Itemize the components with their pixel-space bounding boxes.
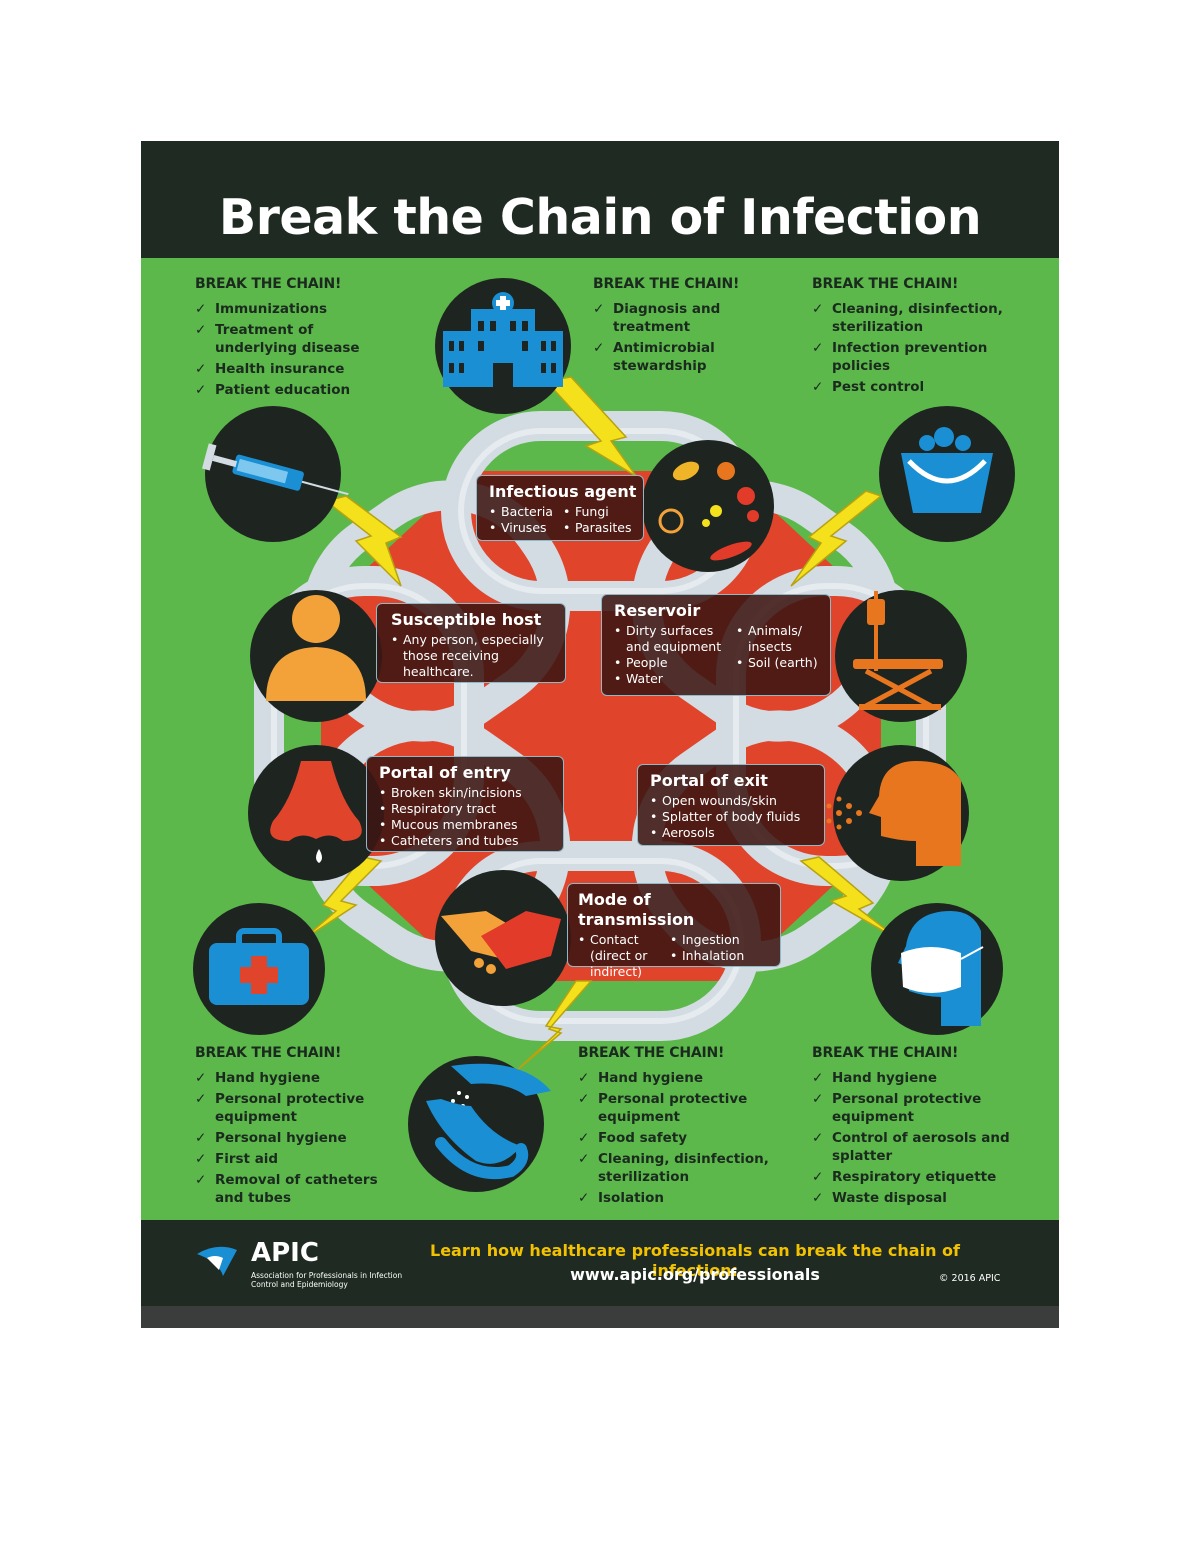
list-item: ✓Immunizations [195,301,327,317]
list-item: Open wounds/skin [650,793,816,809]
list-item: Ingestion [670,932,744,948]
list-item: ✓Personal hygiene [195,1130,347,1146]
list-item: ✓Cleaning, disinfection, sterilization [578,1151,769,1185]
infectious-agent-box: Infectious agent BacteriaViruses FungiPa… [476,475,644,541]
bolt-top [544,376,637,477]
list-item: ✓Hand hygiene [812,1070,938,1086]
list-item: Viruses [489,520,553,536]
list-item: ✓Waste disposal [812,1190,947,1206]
list-item: Mucous membranes [379,817,555,833]
break-chain-heading: BREAK THE CHAIN! [812,1045,959,1061]
list-item: ✓Removal of catheters and tubes [195,1172,378,1206]
footer-cta: Learn how healthcare professionals can b… [430,1241,960,1280]
handshake-icon [435,870,571,1006]
break-chain-list-bottom-right: BREAK THE CHAIN! ✓Hand hygiene ✓Personal… [812,1045,1012,1210]
break-chain-heading: BREAK THE CHAIN! [578,1045,725,1061]
portal-of-exit-box: Portal of exit Open wounds/skin Splatter… [637,764,825,846]
break-chain-list-bottom-left: BREAK THE CHAIN! ✓Hand hygiene ✓Personal… [195,1045,395,1210]
break-chain-list-top-left: BREAK THE CHAIN! ✓Immunizations ✓Treatme… [195,276,395,402]
portal-of-entry-box: Portal of entry Broken skin/incisions Re… [366,756,564,852]
first-aid-kit-icon [193,903,325,1035]
break-chain-heading: BREAK THE CHAIN! [812,276,959,292]
list-item: ✓Treatment of underlying disease [195,322,360,356]
apic-logo-subtitle: Association for Professionals in Infecti… [251,1271,403,1289]
syringe-icon [202,406,349,542]
apic-logo: APIC Association for Professionals in In… [193,1238,403,1290]
list-item: Aerosols [650,825,816,841]
list-item: Fungi [563,504,632,520]
infographic-poster: Break the Chain of Infection [141,141,1059,1328]
list-item: ✓Health insurance [195,361,345,377]
list-item: Water [614,671,726,687]
handwashing-icon [408,1056,551,1192]
copyright: © 2016 APIC [939,1273,1001,1284]
list-item: Any person, especially those receiving h… [391,632,557,680]
apic-logo-mark-icon [197,1246,237,1276]
person-icon [250,590,382,722]
list-item: Splatter of body fluids [650,809,816,825]
list-item: ✓Personal protective equipment [195,1091,365,1125]
list-item: ✓Personal protective equipment [578,1091,748,1125]
break-chain-list-top-right: BREAK THE CHAIN! ✓Cleaning, disinfection… [812,276,1012,399]
list-item: Bacteria [489,504,553,520]
list-item: ✓Hand hygiene [578,1070,704,1086]
list-item: ✓First aid [195,1151,279,1167]
portal-of-exit-title: Portal of exit [650,771,768,790]
reservoir-title: Reservoir [614,601,701,620]
germs-icon [642,440,774,572]
bolt-right-bottom [799,856,902,942]
lightning-bolts [300,376,902,1072]
list-item: ✓Cleaning, disinfection, sterilization [812,301,1003,335]
list-item: Respiratory tract [379,801,555,817]
list-item: ✓Diagnosis and treatment [593,301,721,335]
list-item: ✓Food safety [578,1130,688,1146]
susceptible-host-box: Susceptible host Any person, especially … [376,603,566,683]
susceptible-host-title: Susceptible host [391,610,542,629]
list-item: ✓Patient education [195,382,351,398]
face-mask-icon [871,903,1003,1035]
list-item: ✓Personal protective equipment [812,1091,982,1125]
infectious-agent-title: Infectious agent [489,482,637,501]
footer-bar [141,1220,1059,1306]
list-item: ✓Respiratory etiquette [812,1169,997,1185]
apic-logo-word: APIC [251,1238,319,1268]
mode-of-transmission-title: Mode of transmission [578,890,695,929]
break-chain-heading: BREAK THE CHAIN! [195,1045,342,1061]
break-chain-heading: BREAK THE CHAIN! [593,276,740,292]
list-item: Broken skin/incisions [379,785,555,801]
list-item: Soil (earth) [736,655,822,671]
bolt-right-top [790,490,883,587]
list-item: Animals/ insects [736,623,822,655]
break-chain-heading: BREAK THE CHAIN! [195,276,342,292]
footer-url-link[interactable]: www.apic.org/professionals [570,1265,820,1284]
list-item: Inhalation [670,948,744,964]
bolt-bottom [515,980,593,1072]
bolt-left-top [324,495,403,587]
footer-strip [141,1306,1059,1328]
hospital-bed-icon [835,590,967,722]
list-item: People [614,655,726,671]
list-item: Contact (direct or indirect) [578,932,660,980]
list-item: Catheters and tubes [379,833,555,849]
reservoir-box: Reservoir Dirty surfaces and equipmentPe… [601,594,831,696]
list-item: Dirty surfaces and equipment [614,623,726,655]
list-item: ✓Infection prevention policies [812,340,988,374]
coughing-person-icon [826,745,969,881]
break-chain-list-bottom-center: BREAK THE CHAIN! ✓Hand hygiene ✓Personal… [578,1045,783,1210]
list-item: ✓Antimicrobial stewardship [593,340,715,374]
break-chain-list-top-center: BREAK THE CHAIN! ✓Diagnosis and treatmen… [593,276,778,378]
nose-icon [248,745,384,881]
portal-of-entry-title: Portal of entry [379,763,511,782]
mode-of-transmission-box: Mode of transmission Contact (direct or … [567,883,781,979]
list-item: ✓Isolation [578,1190,665,1206]
list-item: Parasites [563,520,632,536]
list-item: ✓Control of aerosols and splatter [812,1130,1010,1164]
list-item: ✓Hand hygiene [195,1070,321,1086]
page-title: Break the Chain of Infection [218,189,982,246]
hospital-icon [435,278,571,414]
header-bar: Break the Chain of Infection [141,141,1059,258]
bucket-icon [879,406,1015,542]
list-item: ✓Pest control [812,379,925,395]
